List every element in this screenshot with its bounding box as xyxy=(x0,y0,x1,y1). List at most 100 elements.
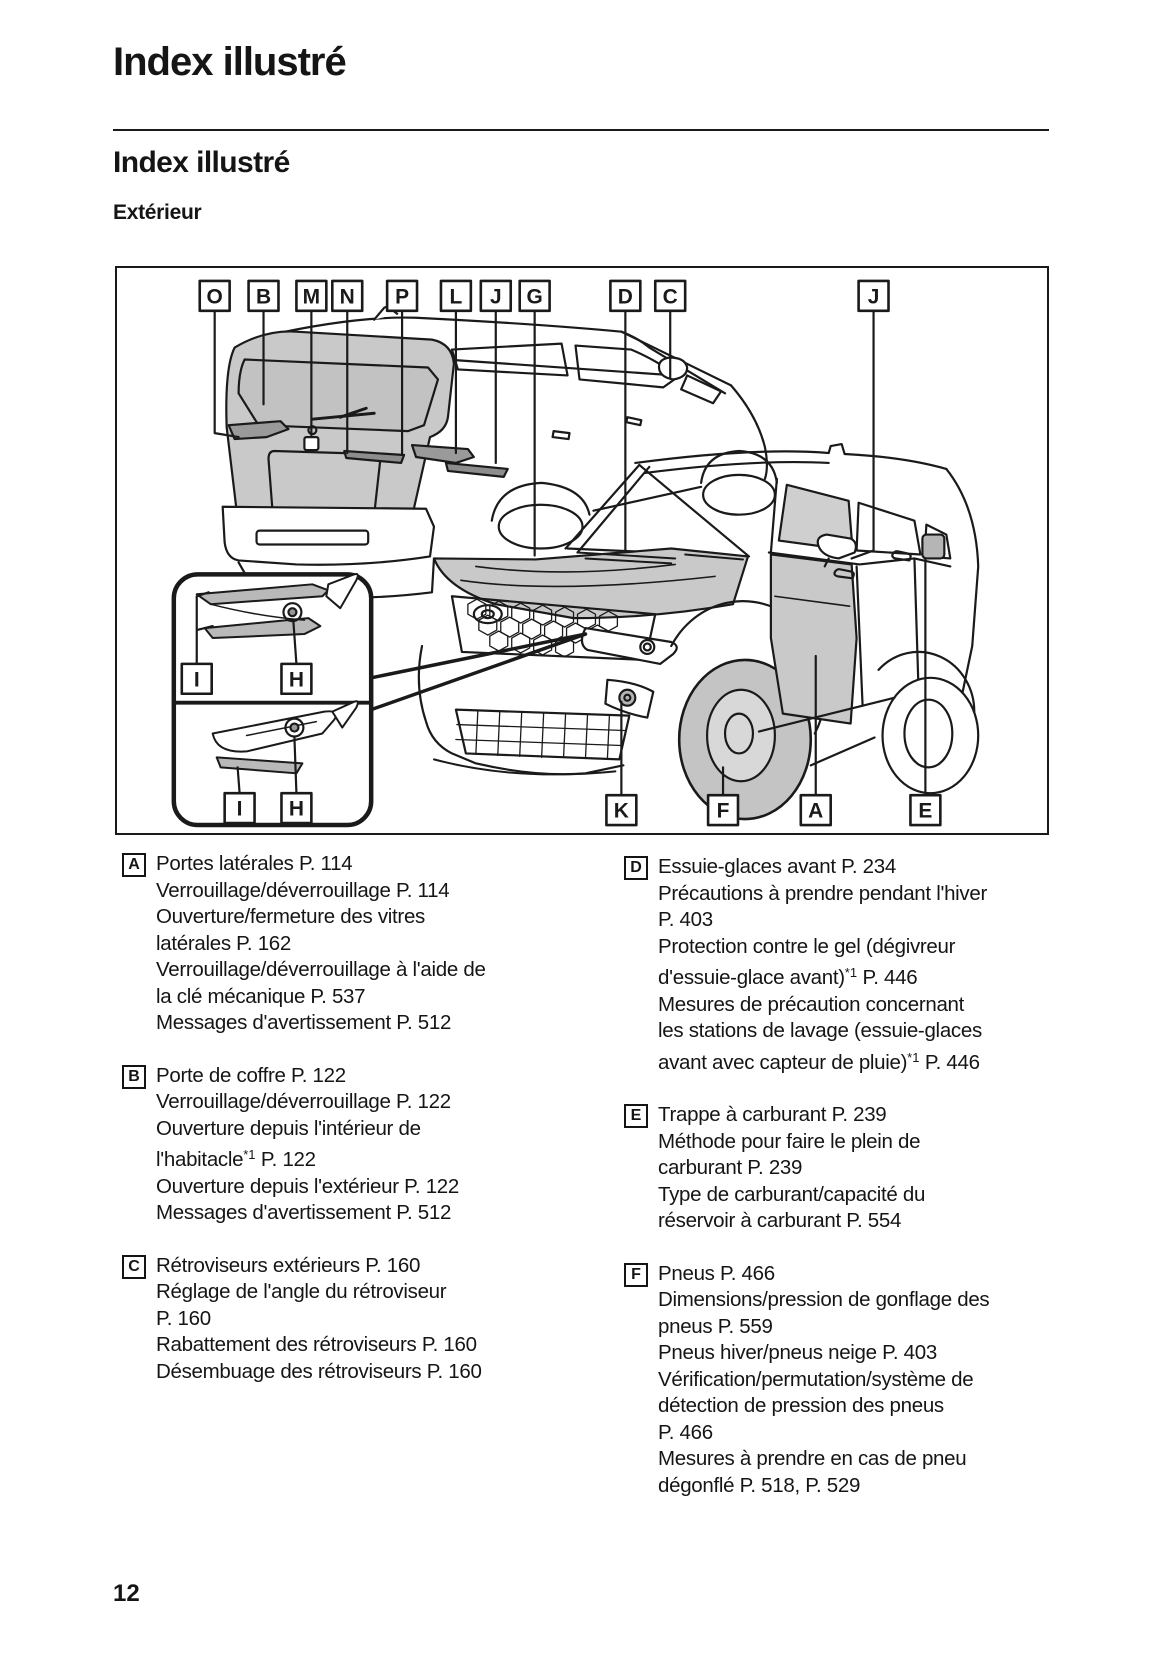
entry-line: Réglage de l'angle du rétroviseur xyxy=(156,1279,482,1306)
callout-B: B xyxy=(247,279,280,313)
entry-text: Verrouillage/déverrouillage P. 114 xyxy=(156,878,450,902)
entry-text: Ouverture/fermeture des vitres xyxy=(156,905,425,928)
entry-line: d'essuie-glace avant)*1 P. 446 xyxy=(658,960,987,992)
svg-text:J: J xyxy=(868,285,880,308)
entry-text: Ouverture depuis l'intérieur de xyxy=(156,1116,421,1140)
entry-line: dégonflé P. 518, P. 529 xyxy=(658,1473,989,1500)
entry-text: Trappe à carburant P. 239 xyxy=(658,1103,887,1126)
entry-line: l'habitacle*1 P. 122 xyxy=(156,1142,459,1174)
letter-badge-C: C xyxy=(122,1254,146,1279)
entry-text: Pneus P. 466 xyxy=(658,1261,775,1285)
entry-text: P. 466 xyxy=(658,1420,713,1444)
svg-text:C: C xyxy=(663,285,678,308)
entry-line: Méthode pour faire le plein de xyxy=(658,1129,925,1156)
entry-line: P. 466 xyxy=(658,1420,989,1447)
entry-text: Précautions à prendre pendant l'hiver xyxy=(658,881,988,905)
entry-text: Rétroviseurs extérieurs P. 160 xyxy=(156,1253,421,1277)
entry-line: Ouverture depuis l'intérieur de xyxy=(156,1116,459,1143)
svg-text:A: A xyxy=(808,800,823,823)
entry-line: Ouverture/fermeture des vitres xyxy=(156,904,486,931)
entry-line: détection de pression des pneus xyxy=(658,1393,989,1420)
callout-H: H xyxy=(280,791,313,825)
entry-line: Rabattement des rétroviseurs P. 160 xyxy=(156,1332,482,1359)
footnote-superscript: *1 xyxy=(844,965,858,980)
entry-text: dégonflé P. 518, P. 529 xyxy=(658,1473,861,1497)
entry-text: latérales P. 162 xyxy=(156,931,292,955)
svg-text:K: K xyxy=(614,800,629,823)
svg-text:O: O xyxy=(207,285,223,308)
entry-line: Pneus P. 466 xyxy=(658,1261,989,1288)
section-title: Index illustré xyxy=(113,146,290,179)
entry-text: Portes latérales P. 114 xyxy=(156,852,353,875)
callout-K: K xyxy=(605,793,638,827)
entry-line: Essuie-glaces avant P. 234 xyxy=(658,854,987,881)
letter-badge-E: E xyxy=(624,1104,648,1128)
entry-line: P. 160 xyxy=(156,1306,482,1333)
entry-line: Messages d'avertissement P. 512 xyxy=(156,1010,486,1037)
callout-I: I xyxy=(180,662,213,696)
svg-text:B: B xyxy=(256,285,271,308)
callout-P: P xyxy=(385,279,419,313)
entry-text: Verrouillage/déverrouillage P. 122 xyxy=(156,1090,451,1113)
letter-badge-D: D xyxy=(624,856,648,880)
entry-text: Porte de coffre P. 122 xyxy=(156,1063,346,1087)
callout-N: N xyxy=(331,279,364,313)
callout-A: A xyxy=(799,793,832,827)
entry-line: Mesures à prendre en cas de pneu xyxy=(658,1446,989,1473)
entry-line: Rétroviseurs extérieurs P. 160 xyxy=(156,1253,482,1280)
svg-text:J: J xyxy=(490,285,502,308)
entry-line: Type de carburant/capacité du xyxy=(658,1182,925,1209)
entry-line: Vérification/permutation/système de xyxy=(658,1367,989,1394)
footnote-superscript: *1 xyxy=(243,1147,256,1162)
rear-vehicle-art xyxy=(221,305,778,599)
entry-line: pneus P. 559 xyxy=(658,1314,989,1341)
entry-line: Pneus hiver/pneus neige P. 403 xyxy=(658,1340,989,1367)
entry-text: pneus P. 559 xyxy=(658,1314,773,1338)
callout-L: L xyxy=(439,279,473,313)
entry-line: la clé mécanique P. 537 xyxy=(156,984,486,1011)
entry-text: Dimensions/pression de gonflage des xyxy=(658,1288,990,1311)
callout-O: O xyxy=(198,279,231,313)
entry-text: les stations de lavage (essuie-glaces xyxy=(658,1019,982,1042)
callout-M: M xyxy=(295,279,328,313)
entry-text: Protection contre le gel (dégivreur xyxy=(658,934,956,958)
svg-text:I: I xyxy=(237,798,243,821)
callout-G: G xyxy=(518,279,551,313)
entry-text: P. 403 xyxy=(658,908,713,931)
entry-text: Rabattement des rétroviseurs P. 160 xyxy=(156,1333,477,1356)
entry-line: Verrouillage/déverrouillage à l'aide de xyxy=(156,957,486,984)
callout-F: F xyxy=(706,793,740,827)
entry-text: Désembuage des rétroviseurs P. 160 xyxy=(156,1359,482,1383)
entry-line: réservoir à carburant P. 554 xyxy=(658,1208,925,1235)
letter-badge-B: B xyxy=(122,1064,146,1089)
letter-badge-F: F xyxy=(624,1262,648,1287)
svg-text:D: D xyxy=(618,285,633,308)
callout-H: H xyxy=(280,662,313,696)
callout-leader-line xyxy=(213,309,240,439)
svg-text:E: E xyxy=(918,800,932,823)
callout-D: D xyxy=(609,279,642,313)
entry-line: Verrouillage/déverrouillage P. 122 xyxy=(156,1089,459,1116)
callout-C: C xyxy=(653,279,687,313)
subsection-title-exterior: Extérieur xyxy=(113,201,202,224)
entry-line: les stations de lavage (essuie-glaces xyxy=(658,1018,987,1045)
entry-text: Méthode pour faire le plein de xyxy=(658,1129,921,1153)
letter-badge-A: A xyxy=(122,853,146,877)
entry-text: Pneus hiver/pneus neige P. 403 xyxy=(658,1341,937,1364)
entry-line: Portes latérales P. 114 xyxy=(156,851,486,878)
entry-line: carburant P. 239 xyxy=(658,1155,925,1182)
entry-line: Ouverture depuis l'extérieur P. 122 xyxy=(156,1174,459,1201)
